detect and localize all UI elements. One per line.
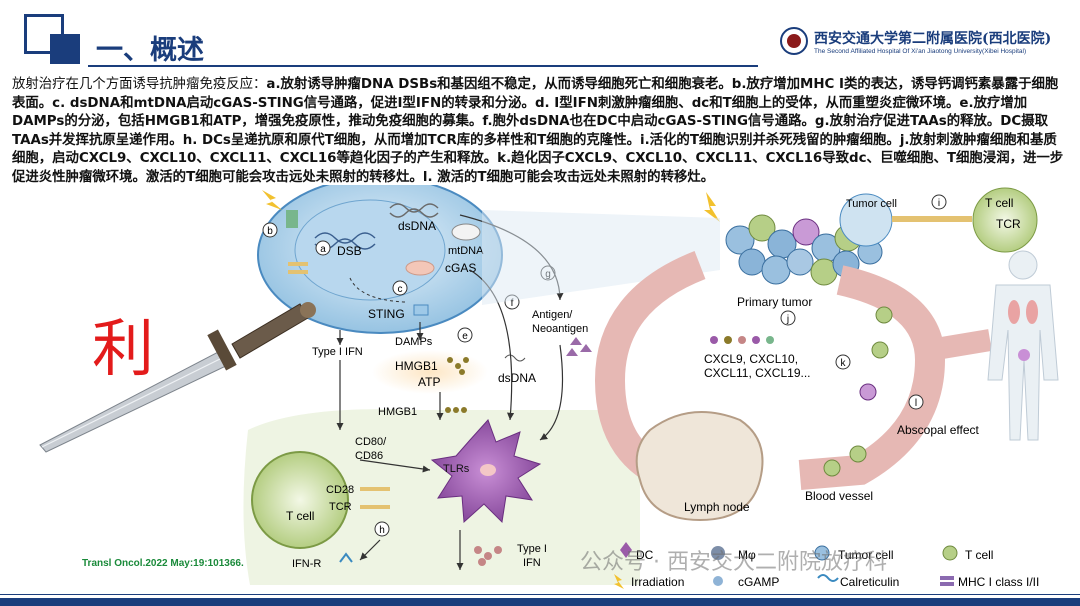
label-b: b	[267, 226, 273, 237]
sword-icon	[39, 302, 316, 453]
legend-irradiation: Irradiation	[631, 575, 684, 589]
label-f: f	[511, 298, 514, 309]
label-type1ifn: Type I IFN	[312, 346, 363, 358]
hospital-name-en: The Second Affiliated Hospital Of Xi'an …	[814, 47, 1027, 55]
irradiation-bolt-icon	[262, 190, 282, 210]
human-body-icon	[987, 250, 1059, 441]
label-cxcl-2: CXCL11, CXCL19...	[704, 366, 811, 380]
label-i: i	[938, 198, 940, 209]
label-cgas: cGAS	[445, 261, 476, 275]
legend: DC Mφ Tumor cell T cell Irradiation cGAM…	[614, 542, 1039, 589]
label-cxcl-1: CXCL9, CXCL10,	[704, 352, 798, 366]
label-tlrs: TLRs	[443, 463, 470, 475]
label-hmgb1-atp-a: HMGB1	[395, 359, 438, 373]
page-title: 一、概述	[96, 35, 204, 66]
intro-lead: 放射治疗在几个方面诱导抗肿瘤免疫反应：	[12, 77, 267, 92]
legend-mhc: MHC I class I/II	[958, 575, 1039, 589]
label-type1ifn-2b: IFN	[523, 557, 541, 569]
label-dsdna: dsDNA	[398, 219, 436, 233]
label-j: j	[786, 314, 789, 325]
label-h: h	[379, 525, 385, 536]
label-tumor-cell: Tumor cell	[846, 198, 897, 210]
lymph-node	[635, 411, 764, 522]
label-cd86: CD86	[355, 450, 383, 462]
label-k: k	[841, 358, 847, 369]
wechat-watermark: 公众号 · 西安交大二附院放疗科	[580, 550, 887, 575]
footer-rule	[0, 594, 1080, 595]
label-sting: STING	[368, 307, 405, 321]
primary-tumor-cluster	[725, 214, 883, 286]
big-character: 利	[92, 315, 154, 384]
radiotherapy-immunity-figure: a DSB dsDNA mtDNA cGAS c STING b e f g T…	[39, 185, 1059, 589]
legend-mo: Mφ	[738, 548, 756, 562]
hospital-logo: 西安交通大学第二附属医院(西北医院) The Second Affiliated…	[780, 26, 1070, 56]
label-c: c	[398, 284, 403, 295]
label-l: l	[915, 398, 917, 409]
irradiation-bolt-icon-2	[704, 192, 720, 222]
legend-cgamp: cGAMP	[738, 575, 779, 589]
footer-bar	[0, 598, 1080, 606]
legend-tumor-cell: Tumor cell	[838, 548, 894, 562]
intro-paragraph: 放射治疗在几个方面诱导抗肿瘤免疫反应：a.放射诱导肿瘤DNA DSBs和基因组不…	[12, 76, 1068, 187]
label-tcell: T cell	[286, 509, 314, 523]
label-e: e	[462, 331, 468, 342]
label-a: a	[320, 244, 326, 255]
label-cd28: CD28	[326, 484, 354, 496]
label-hmgb1-atp-b: ATP	[418, 375, 440, 389]
title-rule	[88, 65, 758, 67]
label-antigen: Antigen/	[532, 309, 573, 321]
label-ifnr: IFN-R	[292, 558, 321, 570]
hospital-name: 西安交通大学第二附属医院(西北医院)	[814, 30, 1052, 47]
label-dsdna-2: dsDNA	[498, 371, 536, 385]
label-damps: DAMPs	[395, 336, 433, 348]
tumor-nucleus	[294, 199, 446, 301]
label-cd80: CD80/	[355, 436, 387, 448]
label-neoantigen: Neoantigen	[532, 323, 588, 335]
label-type1ifn-2a: Type I	[517, 543, 547, 555]
intro-body: a.放射诱导肿瘤DNA DSBs和基因组不稳定，从而诱导细胞死亡和细胞衰老。b.…	[12, 77, 1064, 185]
hospital-seal-icon	[780, 27, 808, 55]
header-deco-square-filled	[50, 34, 80, 64]
label-tcr: TCR	[329, 501, 352, 513]
legend-dc: DC	[636, 548, 654, 562]
label-dsb: DSB	[337, 244, 362, 258]
label-hmgb1: HMGB1	[378, 406, 417, 418]
label-tcr-2: TCR	[996, 217, 1021, 231]
figure-citation: Transl Oncol.2022 May:19:101366.	[82, 558, 244, 569]
label-tcell-2: T cell	[985, 196, 1013, 210]
t-cell	[251, 451, 349, 549]
label-mtdna: mtDNA	[448, 245, 484, 257]
label-lymph-node: Lymph node	[684, 500, 750, 514]
label-abscopal: Abscopal effect	[897, 423, 979, 437]
vessel-right	[798, 265, 946, 490]
label-blood-vessel: Blood vessel	[805, 489, 873, 503]
legend-calreticulin: Calreticulin	[840, 575, 899, 589]
label-primary-tumor: Primary tumor	[737, 295, 812, 309]
legend-tcell: T cell	[965, 548, 993, 562]
